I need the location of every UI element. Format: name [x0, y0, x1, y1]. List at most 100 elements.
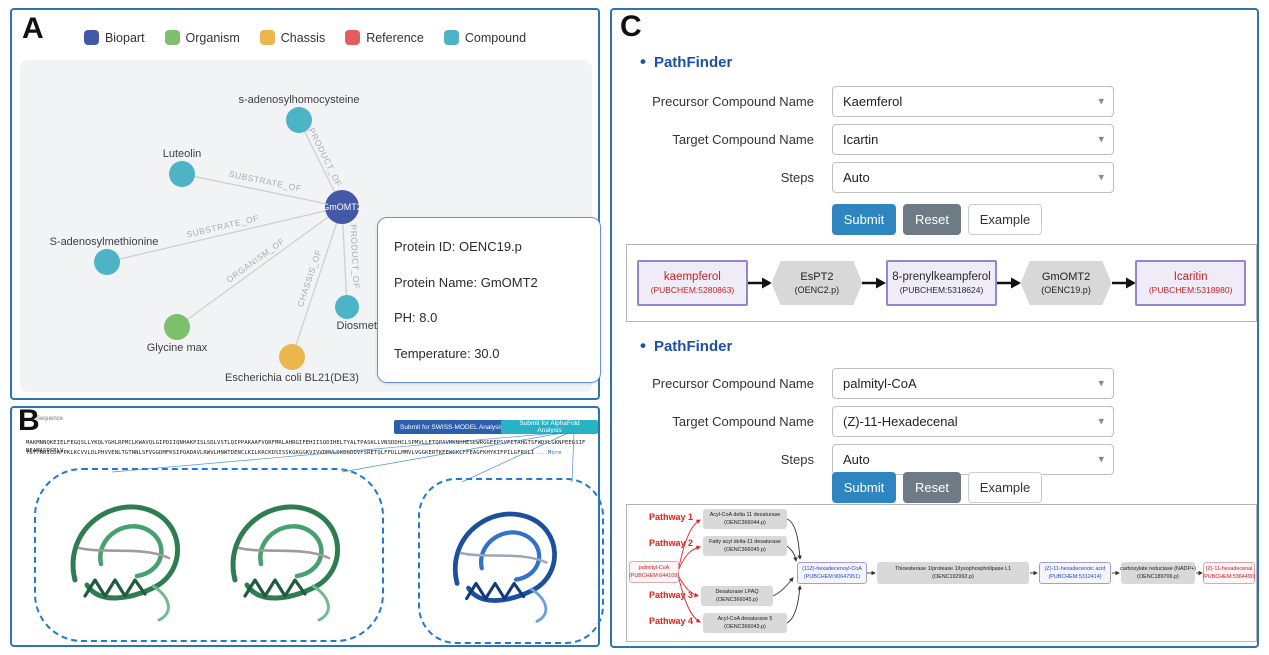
sequence-more-link[interactable]: ...More	[534, 450, 562, 456]
compound-node-z-11-hexadecenoic-acid[interactable]: (Z)-11-hexadecenoic acid (PUBCHEM:531241…	[1039, 562, 1111, 584]
protein-info-tooltip: Protein ID: OENC19.p Protein Name: GmOMT…	[377, 217, 601, 383]
graph-nodes	[94, 107, 359, 370]
steps-select-1[interactable]: Auto	[832, 162, 1114, 193]
pathway-diagram-2: Pathway 1 Pathway 2 Pathway 3 Pathway 4 …	[626, 504, 1257, 642]
enzyme-id: (OENC189706.p)	[1137, 573, 1179, 580]
node-s-adenosylmethionine[interactable]	[94, 249, 120, 275]
chevron-down-icon	[1098, 414, 1104, 427]
chevron-down-icon	[1098, 94, 1104, 107]
legend-item-compound: Compound	[443, 30, 526, 45]
node-gmomt2[interactable]	[325, 190, 359, 224]
node-diosmetin[interactable]	[335, 295, 359, 319]
enzyme-node-desaturase-lpaq[interactable]: Desaturase LPAQ (OENC366045.p)	[701, 586, 773, 606]
legend-item-biopart: Biopart	[83, 30, 145, 45]
knowledge-graph[interactable]: PRODUCT_OF SUBSTRATE_OF SUBSTRATE_OF ORG…	[12, 10, 598, 398]
arrow-right-icon	[862, 277, 887, 289]
pathfinder-title-1: PathFinder	[640, 52, 732, 72]
enzyme-node-fatty-acyl-delta-11-desaturase[interactable]: Fatty acyl delta-11 desaturase (OENC3660…	[703, 536, 787, 556]
compound-id: (PUBCHEM:5318980)	[1148, 285, 1233, 295]
enzyme-name: Fatty acyl delta-11 desaturase	[709, 539, 781, 546]
protein-name-text: Protein Name: GmOMT2	[394, 274, 538, 290]
reset-button-1[interactable]: Reset	[903, 204, 961, 235]
chassis-color-swatch	[259, 30, 275, 45]
target-compound-value: (Z)-11-Hexadecenal	[843, 414, 958, 429]
compound-name: 8-prenylkeampferol	[892, 271, 991, 283]
enzyme-id: (OENC19.p)	[1041, 285, 1091, 295]
compound-id: (PUBCHEM:644109)	[628, 572, 680, 579]
enzyme-node-carboxylate-reductase[interactable]: carboxylate reductase (NADP+) (OENC18970…	[1120, 562, 1196, 584]
compound-name: kaempferol	[663, 271, 721, 283]
panel-a-label: A	[22, 12, 44, 45]
protein-sequence-text: TGTTARICDAFPKLKCVVLDLPHVVENLTGTNNLSFVGGD…	[26, 450, 535, 456]
steps-value: Auto	[843, 170, 870, 185]
example-button-1[interactable]: Example	[968, 204, 1042, 235]
reference-color-swatch	[345, 30, 361, 45]
enzyme-name: Acyl-CoA delta 11 desaturase	[709, 512, 781, 519]
node-s-adenosylhomocysteine[interactable]	[286, 107, 312, 133]
submit-button-2[interactable]: Submit	[832, 472, 896, 503]
enzyme-node-acyl-coa-desaturase-5[interactable]: Acyl-CoA desaturase 5 (OENC366043.p)	[703, 613, 787, 633]
pathway-diagram-1: kaempferol (PUBCHEM:5280863) EsPT2 (OENC…	[626, 244, 1257, 322]
reset-button-2[interactable]: Reset	[903, 472, 961, 503]
submit-model-analysis-button[interactable]: Submit for SWISS-MODEL Analysis	[394, 420, 510, 434]
target-compound-label: Target Compound Name	[672, 414, 814, 429]
node-label: S-adenosylmethionine	[50, 236, 159, 248]
steps-label: Steps	[780, 170, 814, 185]
compound-node-palmityl-coa[interactable]: palmityl-CoA (PUBCHEM:644109)	[629, 561, 679, 583]
compound-id: (PUBCHEM:5312414)	[1048, 573, 1102, 580]
enzyme-node-thioesterase[interactable]: Thioesterase 1/protease 1/lysophospholip…	[877, 562, 1029, 584]
legend-label: Reference	[366, 30, 424, 45]
ph-text: PH: 8.0	[394, 310, 438, 326]
steps-select-2[interactable]: Auto	[832, 444, 1114, 475]
graph-legend: Biopart Organism Chassis Reference Compo…	[12, 30, 598, 45]
target-compound-value: Icartin	[843, 132, 879, 147]
graph-node-labels: s-adenosylhomocysteine Luteolin S-adenos…	[48, 93, 387, 386]
submit-alphafold-analysis-button[interactable]: Submit for AlphaFold Analysis	[501, 420, 598, 434]
precursor-compound-label: Precursor Compound Name	[652, 94, 814, 109]
enzyme-node-gmomt2[interactable]: GmOMT2 (OENC19.p)	[1020, 261, 1112, 305]
pathway-4-label: Pathway 4	[649, 616, 694, 626]
temperature-text: Temperature: 30.0	[394, 346, 500, 362]
node-escherichia-coli[interactable]	[279, 344, 305, 370]
node-luteolin[interactable]	[169, 161, 195, 187]
node-label: Glycine max	[147, 342, 208, 354]
organism-color-swatch	[164, 30, 180, 45]
compound-node-11z-hexadecenoyl-coa[interactable]: (11Z)-hexadecenoyl-CoA (PUBCHEM:90647951…	[797, 562, 867, 584]
arrow-right-icon	[996, 277, 1021, 289]
precursor-compound-select-1[interactable]: Kaemferol	[832, 86, 1114, 117]
enzyme-name: EsPT2	[800, 271, 834, 283]
legend-item-reference: Reference	[345, 30, 424, 45]
compound-node-icaritin[interactable]: Icaritin (PUBCHEM:5318980)	[1135, 260, 1246, 306]
compound-name: (11Z)-hexadecenoyl-CoA	[802, 566, 862, 573]
compound-node-8-prenylkeampferol[interactable]: 8-prenylkeampferol (PUBCHEM:5318624)	[886, 260, 997, 306]
enzyme-name: GmOMT2	[1041, 271, 1091, 283]
precursor-compound-label: Precursor Compound Name	[652, 376, 814, 391]
arrow-right-icon	[1111, 277, 1136, 289]
submit-button-1[interactable]: Submit	[832, 204, 896, 235]
compound-node-z-11-hexadecenal[interactable]: (Z)-11-hexadecenal (PUBCHEM:5364490)	[1202, 562, 1256, 584]
legend-item-chassis: Chassis	[259, 30, 325, 45]
node-label: Luteolin	[163, 148, 202, 160]
pathfinder-title-2: PathFinder	[640, 336, 732, 356]
node-glycine-max[interactable]	[164, 314, 190, 340]
enzyme-name: carboxylate reductase (NADP+)	[1120, 566, 1196, 573]
enzyme-node-espt2[interactable]: EsPT2 (OENC2.p)	[771, 261, 863, 305]
enzyme-node-acyl-coa-delta-11-desaturase[interactable]: Acyl-CoA delta 11 desaturase (OENC366044…	[703, 509, 787, 529]
example-button-2[interactable]: Example	[968, 472, 1042, 503]
enzyme-name: Thioesterase 1/protease 1/lysophospholip…	[895, 566, 1011, 573]
compound-name: Icaritin	[1173, 271, 1208, 283]
target-compound-select-1[interactable]: Icartin	[832, 124, 1114, 155]
precursor-compound-value: palmityl-CoA	[843, 376, 917, 391]
enzyme-name: Acyl-CoA desaturase 5	[717, 616, 773, 623]
precursor-compound-select-2[interactable]: palmityl-CoA	[832, 368, 1114, 399]
compound-node-kaempferol[interactable]: kaempferol (PUBCHEM:5280863)	[637, 260, 748, 306]
compound-id: (PUBCHEM:5364490)	[1202, 573, 1256, 580]
arrow-right-icon	[747, 277, 772, 289]
node-label: Diosmetin	[337, 320, 386, 332]
target-compound-select-2[interactable]: (Z)-11-Hexadecenal	[832, 406, 1114, 437]
steps-label: Steps	[780, 452, 814, 467]
legend-label: Organism	[185, 30, 240, 45]
panel-c-pathfinder: C PathFinder Precursor Compound Name Kae…	[610, 8, 1259, 648]
pathway-1-label: Pathway 1	[649, 512, 694, 522]
